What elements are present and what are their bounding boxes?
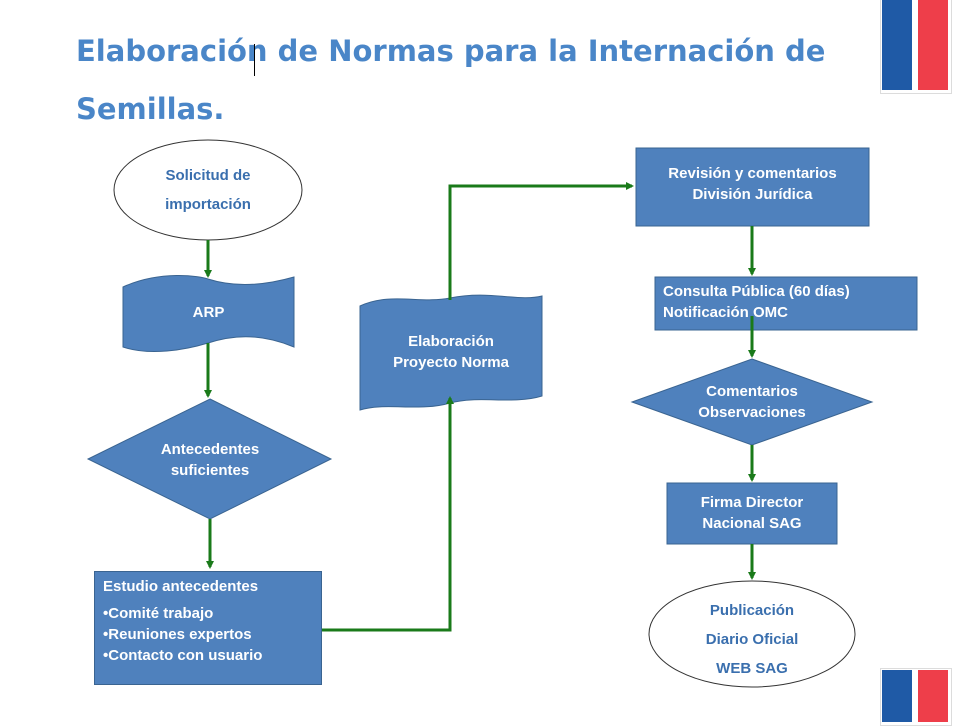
comentarios-line-1: Comentarios	[706, 383, 798, 400]
revision-label: Revisión y comentarios División Jurídica	[636, 160, 869, 208]
arrow-estudio-elaboracion	[322, 396, 454, 632]
publicacion-line-3: WEB SAG	[716, 659, 788, 677]
estudio-item: Comité trabajo	[103, 603, 313, 624]
consulta-box	[654, 276, 918, 331]
flag-frame-top	[880, 0, 952, 94]
firma-label: Firma Director Nacional SAG	[667, 489, 837, 537]
publicacion-line-2: Diario Oficial	[705, 630, 799, 648]
firma-line-2: Nacional SAG	[702, 515, 802, 532]
consulta-label: Consulta Pública (60 días) Notificación …	[655, 281, 917, 327]
revision-box	[635, 147, 870, 227]
antecedentes-line-2: suficientes	[170, 462, 250, 479]
estudio-title: Estudio antecedentes	[103, 578, 259, 595]
solicitud-line-2: importación	[165, 196, 251, 213]
text-cursor	[254, 44, 255, 76]
page-title: Elaboración de Normas para la Internació…	[76, 22, 836, 138]
revision-line-2: División Jurídica	[692, 186, 813, 203]
consulta-line-1: Consulta Pública (60 días)	[663, 283, 850, 300]
revision-line-1: Revisión y comentarios	[668, 165, 837, 182]
flag-logo-bottom	[882, 670, 948, 722]
consulta-line-2: Notificación OMC	[663, 304, 789, 321]
arp-document-shape	[122, 275, 295, 352]
estudio-list: Comité trabajo Reuniones expertos Contac…	[103, 603, 313, 666]
elaboracion-line-1: Elaboración	[408, 333, 494, 350]
firma-line-1: Firma Director	[700, 494, 804, 511]
title-line-2: Semillas.	[76, 92, 225, 126]
comentarios-line-2: Observaciones	[698, 404, 806, 421]
estudio-box: Estudio antecedentes Comité trabajo Reun…	[94, 571, 322, 685]
solicitud-label: Solicitud de importación	[114, 150, 302, 230]
title-line-1: Elaboración de Normas para la Internació…	[76, 34, 826, 68]
elaboracion-line-2: Proyecto Norma	[393, 354, 509, 371]
arrow-elaboracion-revision	[448, 182, 634, 300]
solicitud-line-1: Solicitud de	[165, 167, 251, 184]
publicacion-label: Publicación Diario Oficial WEB SAG	[652, 594, 852, 684]
publicacion-ellipse	[648, 580, 856, 688]
elaboracion-document-shape	[359, 294, 543, 411]
antecedentes-line-1: Antecedentes	[160, 441, 260, 458]
comentarios-label: Comentarios Observaciones	[662, 379, 842, 425]
estudio-item: Reuniones expertos	[103, 624, 313, 645]
publicacion-line-1: Publicación	[709, 601, 795, 619]
arp-label: ARP	[192, 303, 225, 321]
estudio-item: Contacto con usuario	[103, 645, 313, 666]
flag-logo-top	[882, 0, 948, 90]
firma-box	[666, 482, 838, 545]
elaboracion-label: Elaboración Proyecto Norma	[360, 328, 542, 376]
antecedentes-label: Antecedentes suficientes	[120, 437, 300, 483]
